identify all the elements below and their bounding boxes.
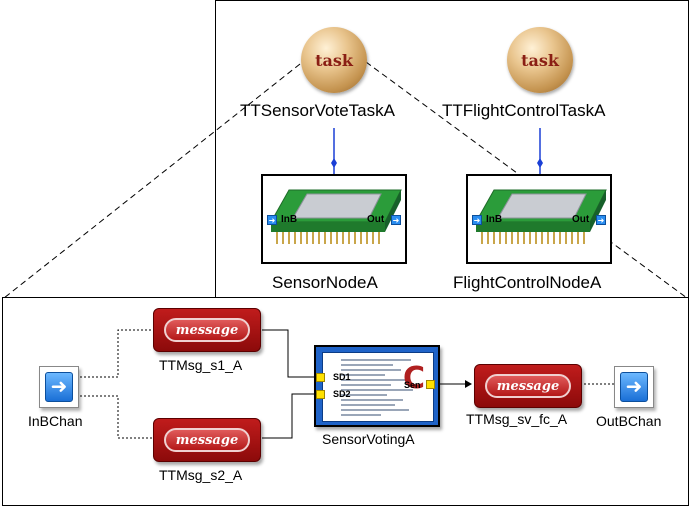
zoom-line-left-outer	[3, 63, 301, 299]
node-sensor[interactable]: ➜ InB Out ➜	[261, 174, 407, 264]
inchan-to-msg1	[80, 329, 152, 378]
task-icon-text: task	[315, 50, 353, 70]
message-label-sv-fc: TTMsg_sv_fc_A	[466, 411, 568, 427]
message-s1[interactable]: message	[153, 308, 261, 352]
sensor-voting-block[interactable]: C	[314, 345, 440, 427]
chip-icon	[475, 189, 607, 244]
dataflow-frame	[2, 297, 689, 506]
task-label-flight-control: TTFlightControlTaskA	[442, 101, 606, 120]
node-flight-control[interactable]: ➜ InB Out ➜	[466, 174, 612, 264]
msg2-to-voting	[262, 393, 317, 439]
message-icon: message	[164, 318, 250, 342]
output-channel-label: OutBChan	[596, 413, 662, 429]
message-label-s2: TTMsg_s2_A	[159, 467, 243, 483]
message-icon-text: message	[175, 322, 239, 338]
in-port-icon[interactable]: ➜	[472, 215, 482, 225]
code-preview: C	[322, 352, 434, 422]
out-port-label: Out	[572, 214, 590, 225]
voting-to-msg3-arrowhead	[465, 380, 472, 388]
voting-out-port-label: Sen	[404, 380, 421, 390]
voting-in-port-1[interactable]	[316, 373, 325, 382]
chip-icon	[270, 189, 402, 244]
message-label-s1: TTMsg_s1_A	[159, 357, 243, 373]
input-channel-label: InBChan	[28, 413, 83, 429]
task-icon-sensor-vote[interactable]: task	[301, 27, 367, 93]
output-channel[interactable]: ➜	[614, 366, 654, 408]
voting-out-port[interactable]	[426, 380, 435, 389]
message-icon: message	[164, 428, 250, 452]
connector-diamond-1	[331, 158, 337, 168]
in-port-label: InB	[486, 214, 503, 225]
message-icon-text: message	[496, 378, 560, 394]
voting-block-label: SensorVotingA	[322, 431, 415, 447]
c-language-icon: C	[403, 361, 426, 396]
voting-in-port-1-label: SD1	[333, 372, 351, 382]
message-icon-text: message	[175, 432, 239, 448]
in-port-label: InB	[281, 214, 298, 225]
voting-in-port-2-label: SD2	[333, 389, 351, 399]
out-port-label: Out	[367, 214, 385, 225]
arrow-right-icon: ➜	[620, 372, 648, 402]
connector-diamond-2	[537, 158, 543, 168]
inchan-to-msg2	[80, 395, 152, 439]
task-icon-text: task	[521, 50, 559, 70]
arrow-right-icon: ➜	[45, 372, 73, 402]
task-icon-flight-control[interactable]: task	[507, 27, 573, 93]
task-label-sensor-vote: TTSensorVoteTaskA	[240, 101, 395, 120]
in-port-icon[interactable]: ➜	[267, 215, 277, 225]
message-s2[interactable]: message	[153, 418, 261, 462]
msg1-to-voting	[262, 329, 317, 378]
input-channel[interactable]: ➜	[39, 366, 79, 408]
zoom-line-right-outer	[365, 61, 688, 299]
node-label-flight-control: FlightControlNodeA	[453, 273, 602, 292]
message-icon: message	[485, 374, 571, 398]
voting-in-port-2[interactable]	[316, 390, 325, 399]
out-port-icon[interactable]: ➜	[391, 215, 401, 225]
out-port-icon[interactable]: ➜	[596, 215, 606, 225]
message-sv-fc[interactable]: message	[474, 364, 582, 408]
node-label-sensor: SensorNodeA	[272, 273, 378, 292]
